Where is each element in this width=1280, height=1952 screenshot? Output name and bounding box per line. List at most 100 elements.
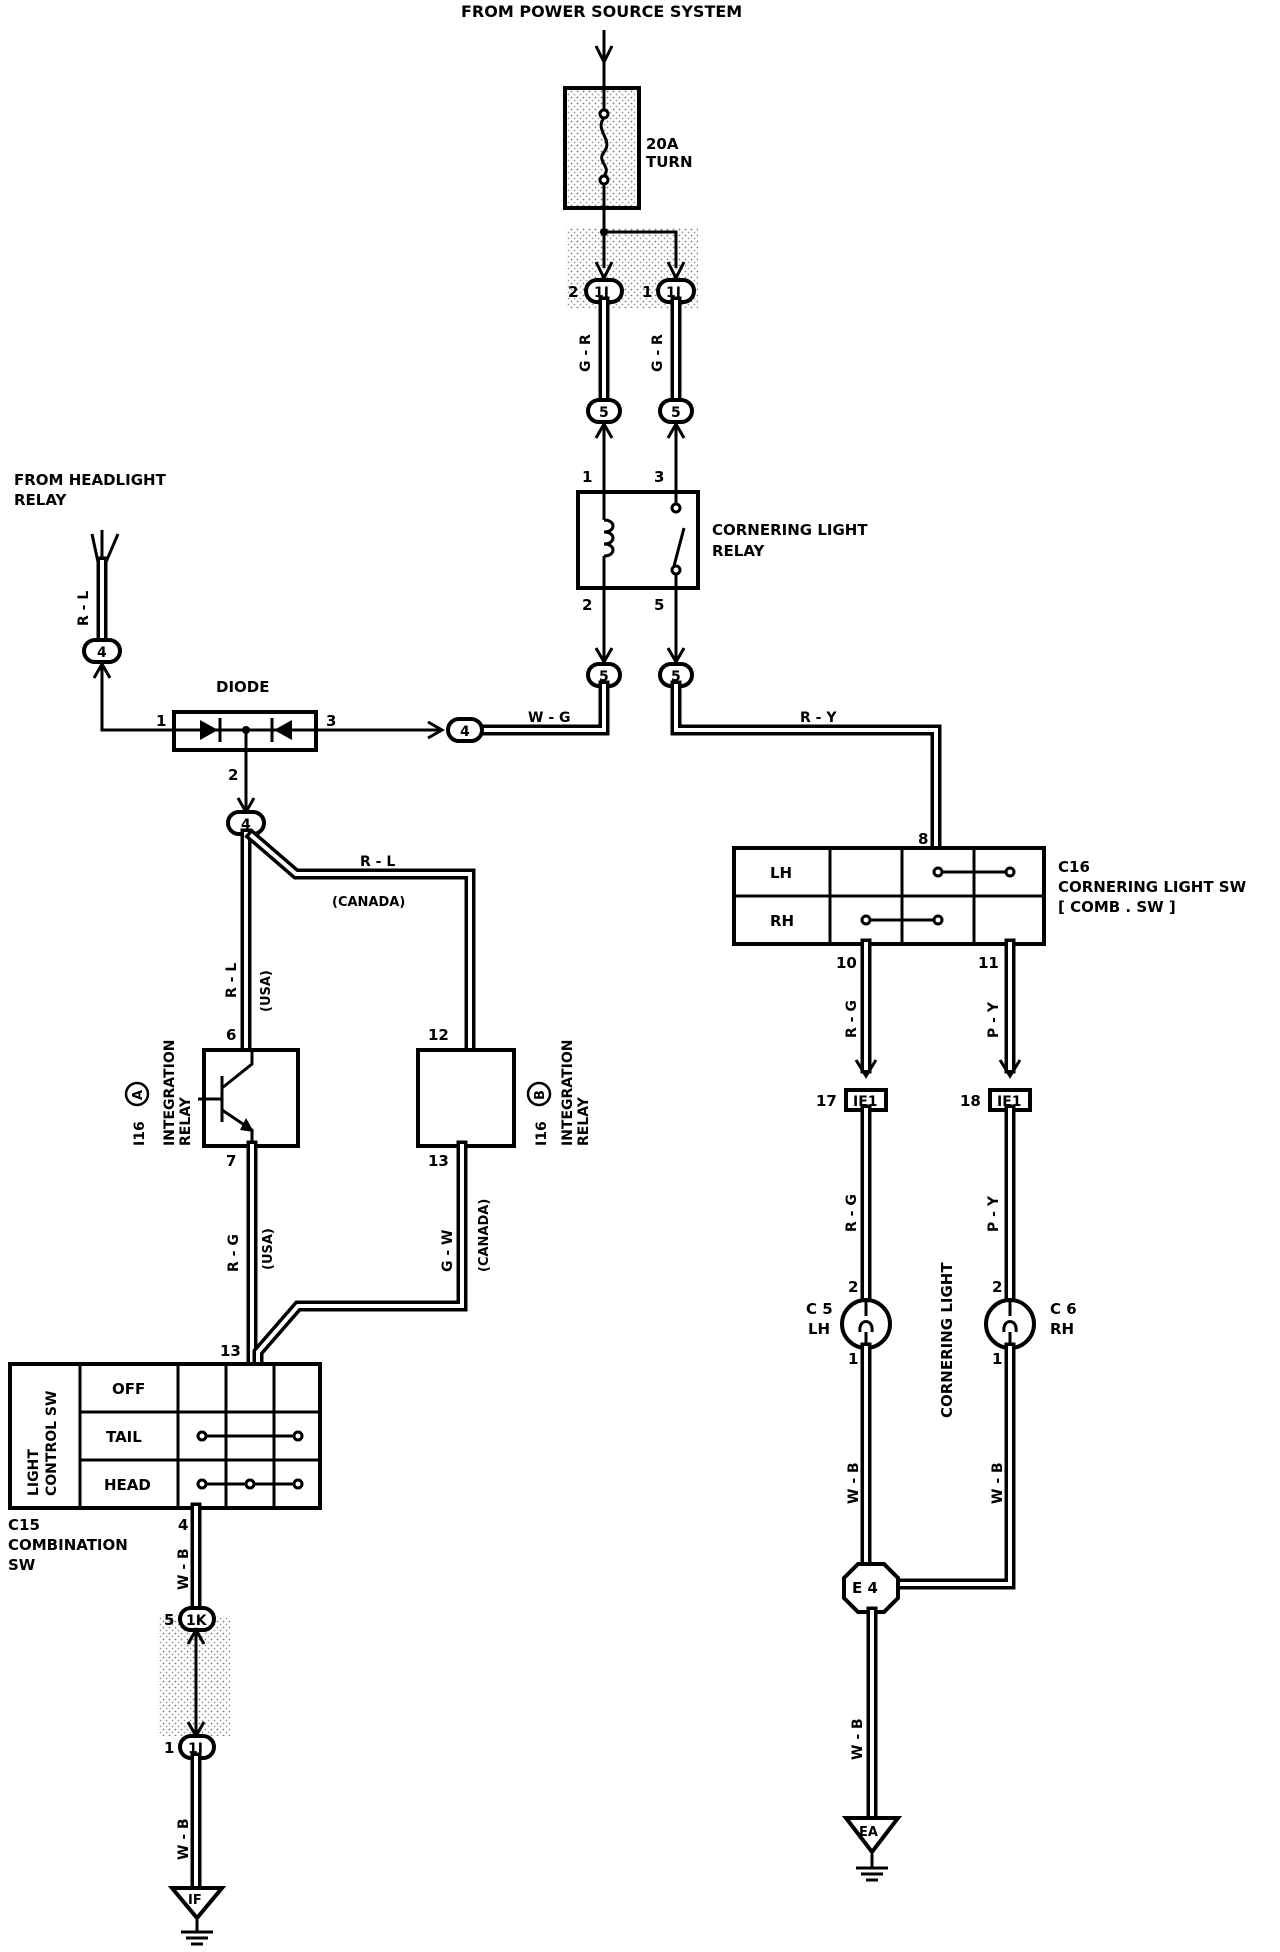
pin-2-c5: 2 [848,1278,858,1296]
svg-text:EA: EA [859,1825,878,1840]
ground-ea: EA [841,1816,903,1882]
svg-text:LIGHT: LIGHT [26,1449,42,1496]
wire-w-b-lower-left: W - B [176,1818,192,1860]
svg-text:E 4: E 4 [852,1579,878,1597]
corner-sw-line2: [ COMB . SW ] [1058,898,1176,916]
wire-g-r-left: G - R [578,334,594,372]
light-rh-code: C 6 [1050,1300,1077,1318]
connector-4-headlight: 4 [82,638,122,664]
pin-4-label: 4 [178,1516,188,1534]
cornering-light-switch-c16: LH RH [732,846,1046,946]
svg-text:4: 4 [241,817,251,833]
wire-r-l-canada: R - L [360,854,395,870]
relay-pin-2: 2 [582,596,592,614]
svg-text:CONTROL SW: CONTROL SW [44,1391,60,1496]
pin-1-label: 1 [642,283,652,301]
pin-12-label: 12 [428,1026,449,1044]
svg-text:5: 5 [671,405,681,421]
comb-sw-line2: SW [8,1556,36,1574]
region-usa-top: (USA) [259,970,274,1012]
wire-w-b-comb: W - B [176,1548,192,1590]
integration-relay-b [416,1048,516,1148]
power-source-label: FROM POWER SOURCE SYSTEM [461,2,742,21]
corner-sw-code: C16 [1058,858,1090,876]
svg-text:IF: IF [188,1893,202,1908]
wire-g-w: G - W [440,1230,456,1273]
wire-r-l-usa: R - L [224,963,240,998]
wire-w-b-rh: W - B [990,1462,1006,1504]
connector-5-b: 5 [658,398,694,424]
svg-text:4: 4 [97,645,107,661]
connector-4-right: 4 [446,717,484,743]
ground-if: IF [167,1886,227,1946]
wire-r-y: R - Y [800,710,837,726]
relay-label-line2: RELAY [712,542,766,560]
connector-ie1-left: IE1 [844,1088,888,1112]
svg-text:5: 5 [671,669,681,685]
diode-label: DIODE [216,678,269,696]
integration-relay-a-label: I16 A INTEGRATION RELAY [124,1040,194,1146]
combination-switch-c15: LIGHT CONTROL SW OFF TAIL HEAD [8,1362,322,1510]
diode-pin-2: 2 [228,766,238,784]
pin-1-c6: 1 [992,1350,1002,1368]
pin-1-c5: 1 [848,1350,858,1368]
row-rh: RH [770,912,794,930]
pin-10-label: 10 [836,954,857,972]
region-canada-top: (CANADA) [332,895,405,910]
svg-text:RELAY: RELAY [178,1096,194,1146]
pin-7-label: 7 [226,1152,236,1170]
wire-p-y-sw: P - Y [986,1001,1002,1038]
relay-pin-5: 5 [654,596,664,614]
wire-g-r-right: G - R [650,334,666,372]
pin-18-label: 18 [960,1092,981,1110]
wire-w-g: W - G [528,710,571,726]
headlight-source-line1: FROM HEADLIGHT [14,471,167,489]
pin-13-relay-b: 13 [428,1152,449,1170]
fuse-rating: 20A [646,135,679,153]
headlight-source-line2: RELAY [14,491,68,509]
junction-e4: E 4 [842,1562,900,1614]
relay-pin-3: 3 [654,468,664,486]
wire-w-b-lh: W - B [846,1462,862,1504]
pin-5-1k: 5 [164,1611,174,1629]
corner-sw-line1: CORNERING LIGHT SW [1058,878,1247,896]
svg-text:INTEGRATION: INTEGRATION [162,1040,178,1146]
cornering-light-group: CORNERING LIGHT [938,1262,956,1418]
comb-sw-line1: COMBINATION [8,1536,128,1554]
relay-pin-1: 1 [582,468,592,486]
comb-sw-code: C15 [8,1516,40,1534]
transistor-icon [198,1050,254,1146]
cornering-light-lh-icon [840,1298,892,1350]
connector-1k: 1K [178,1606,216,1632]
fuse-icon [598,62,610,232]
relay-coil-icon [602,492,615,588]
region-canada-bottom: (CANADA) [477,1199,492,1272]
svg-text:B: B [533,1090,548,1100]
row-lh: LH [770,864,792,882]
wire-r-g-light: R - G [844,1194,860,1232]
svg-text:5: 5 [599,669,609,685]
svg-text:5: 5 [599,405,609,421]
row-head: HEAD [104,1476,151,1494]
light-lh-side: LH [808,1320,830,1338]
relay-switch-icon [670,492,686,588]
cornering-light-rh-icon [984,1298,1036,1350]
pin-6-label: 6 [226,1026,236,1044]
svg-text:I16: I16 [534,1121,550,1146]
pin-1-1j: 1 [164,1739,174,1757]
row-off: OFF [112,1380,145,1398]
pin-17-label: 17 [816,1092,837,1110]
diode-pin-1: 1 [156,712,166,730]
pin-8-label: 8 [918,830,928,848]
region-usa-bottom: (USA) [261,1228,276,1270]
light-lh-code: C 5 [806,1300,833,1318]
pin-2-c6: 2 [992,1278,1002,1296]
relay-label-line1: CORNERING LIGHT [712,521,868,539]
diode-pin-3: 3 [326,712,336,730]
svg-text:1K: 1K [186,1613,208,1629]
wire-r-l-headlight: R - L [76,591,92,626]
row-tail: TAIL [106,1428,142,1446]
light-rh-side: RH [1050,1320,1074,1338]
fuse-box [563,86,641,210]
